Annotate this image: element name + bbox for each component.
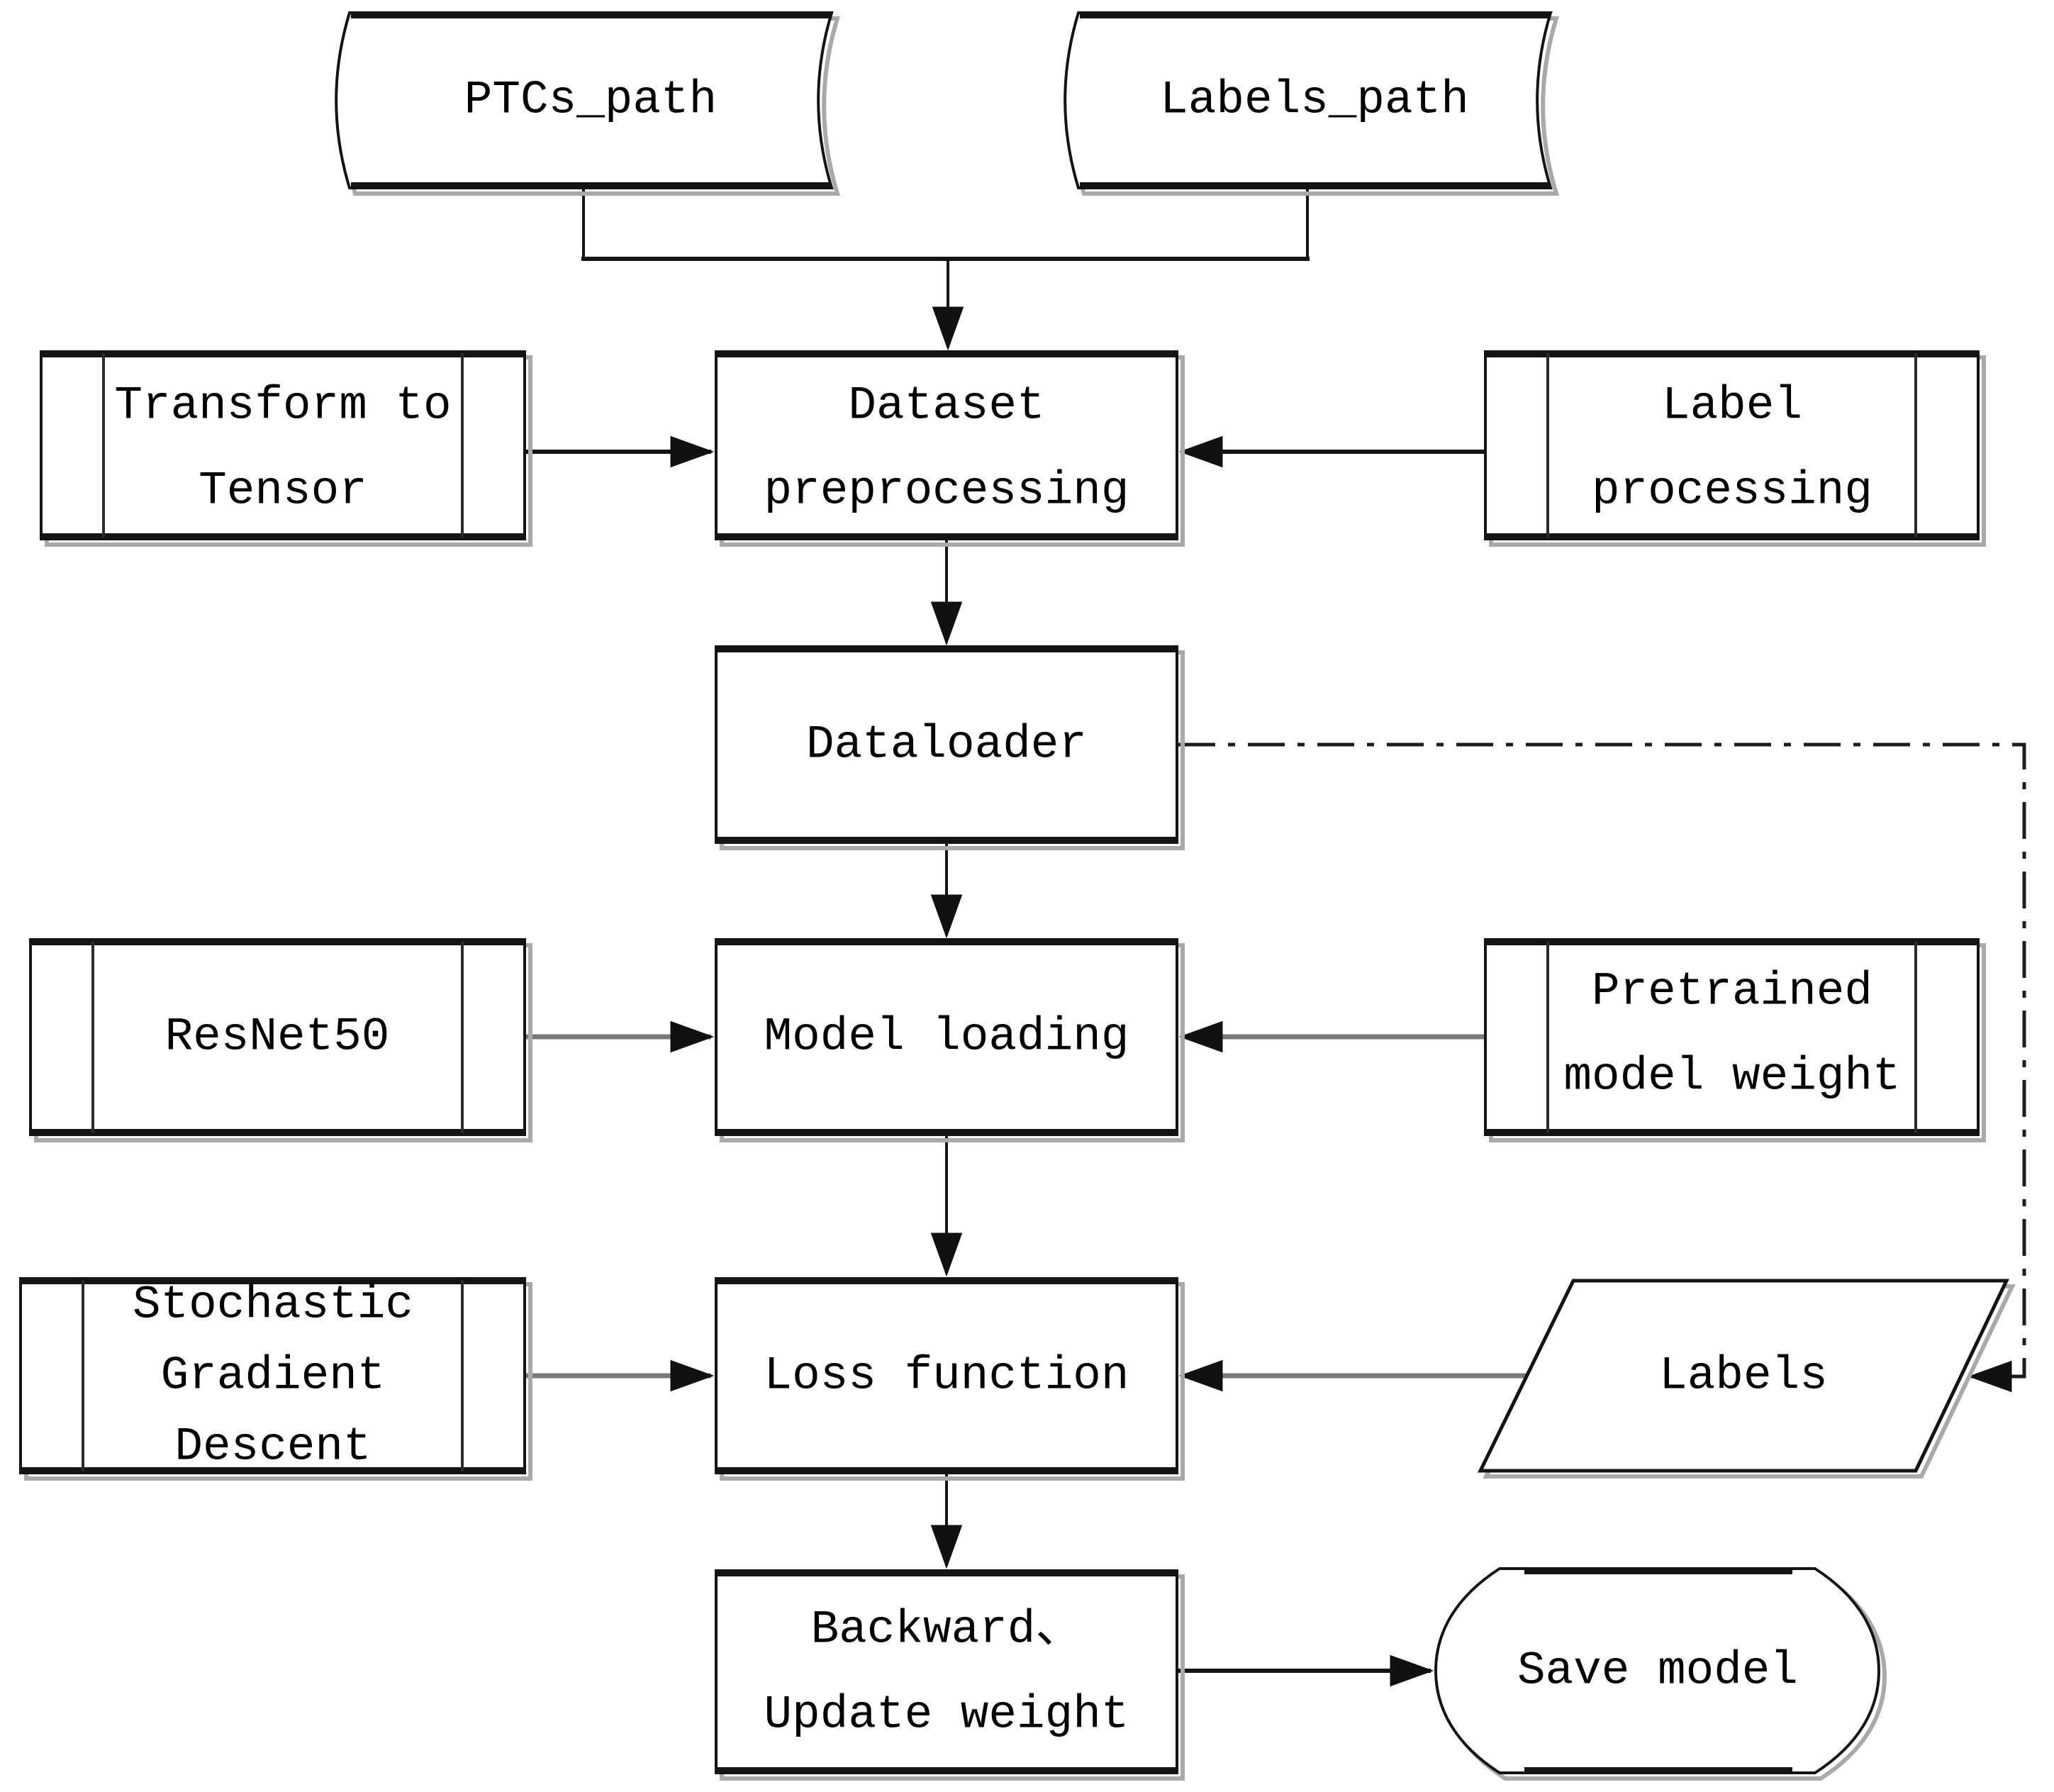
node-label: processing (1592, 464, 1872, 518)
node-label: Pretrained (1592, 965, 1872, 1018)
node-label: Transform to (114, 379, 451, 433)
node-label: Model loading (764, 1011, 1129, 1064)
node-label: Loss function (764, 1349, 1129, 1403)
node-label: Dataset (848, 379, 1044, 433)
node-labels: Labels (1477, 1279, 2016, 1479)
node-label: Stochastic (133, 1279, 413, 1332)
node-label: ResNet50 (165, 1011, 390, 1064)
node-label: preprocessing (764, 464, 1129, 518)
node-label: Update weight (764, 1688, 1129, 1742)
node-label: Labels (1659, 1349, 1828, 1403)
edges-layer (525, 188, 2026, 1687)
node-dataset-preprocessing: Dataset preprocessing (715, 350, 1185, 547)
node-stochastic-gradient-descent: Stochastic Gradient Descent (19, 1277, 532, 1481)
node-label: Dataloader (806, 718, 1087, 772)
node-label: Descent (174, 1420, 371, 1474)
node-label: PTCs_path (464, 74, 717, 127)
node-transform-to-tensor: Transform to Tensor (40, 350, 532, 547)
node-label: Backward、 (811, 1603, 1083, 1657)
node-label: Label (1662, 379, 1802, 433)
node-save-model: Save model (1434, 1567, 1887, 1781)
node-loss-function: Loss function (715, 1277, 1185, 1481)
node-model-loading: Model loading (715, 938, 1185, 1142)
edge-dataloader-to-labels-dashdot (1178, 742, 2026, 1393)
node-label-processing: Label processing (1484, 350, 1986, 547)
node-pretrained-model-weight: Pretrained model weight (1484, 938, 1986, 1142)
node-label: Gradient (161, 1349, 386, 1403)
node-label: Labels_path (1160, 74, 1469, 127)
node-label: Save model (1517, 1644, 1798, 1698)
node-ptcs-path: PTCs_path (335, 11, 841, 196)
node-label: Tensor (199, 464, 367, 518)
node-resnet50: ResNet50 (29, 938, 532, 1142)
node-label: model weight (1563, 1050, 1900, 1103)
node-labels-path: Labels_path (1064, 11, 1560, 196)
node-backward-update-weight: Backward、 Update weight (715, 1569, 1185, 1781)
node-dataloader: Dataloader (715, 645, 1185, 850)
